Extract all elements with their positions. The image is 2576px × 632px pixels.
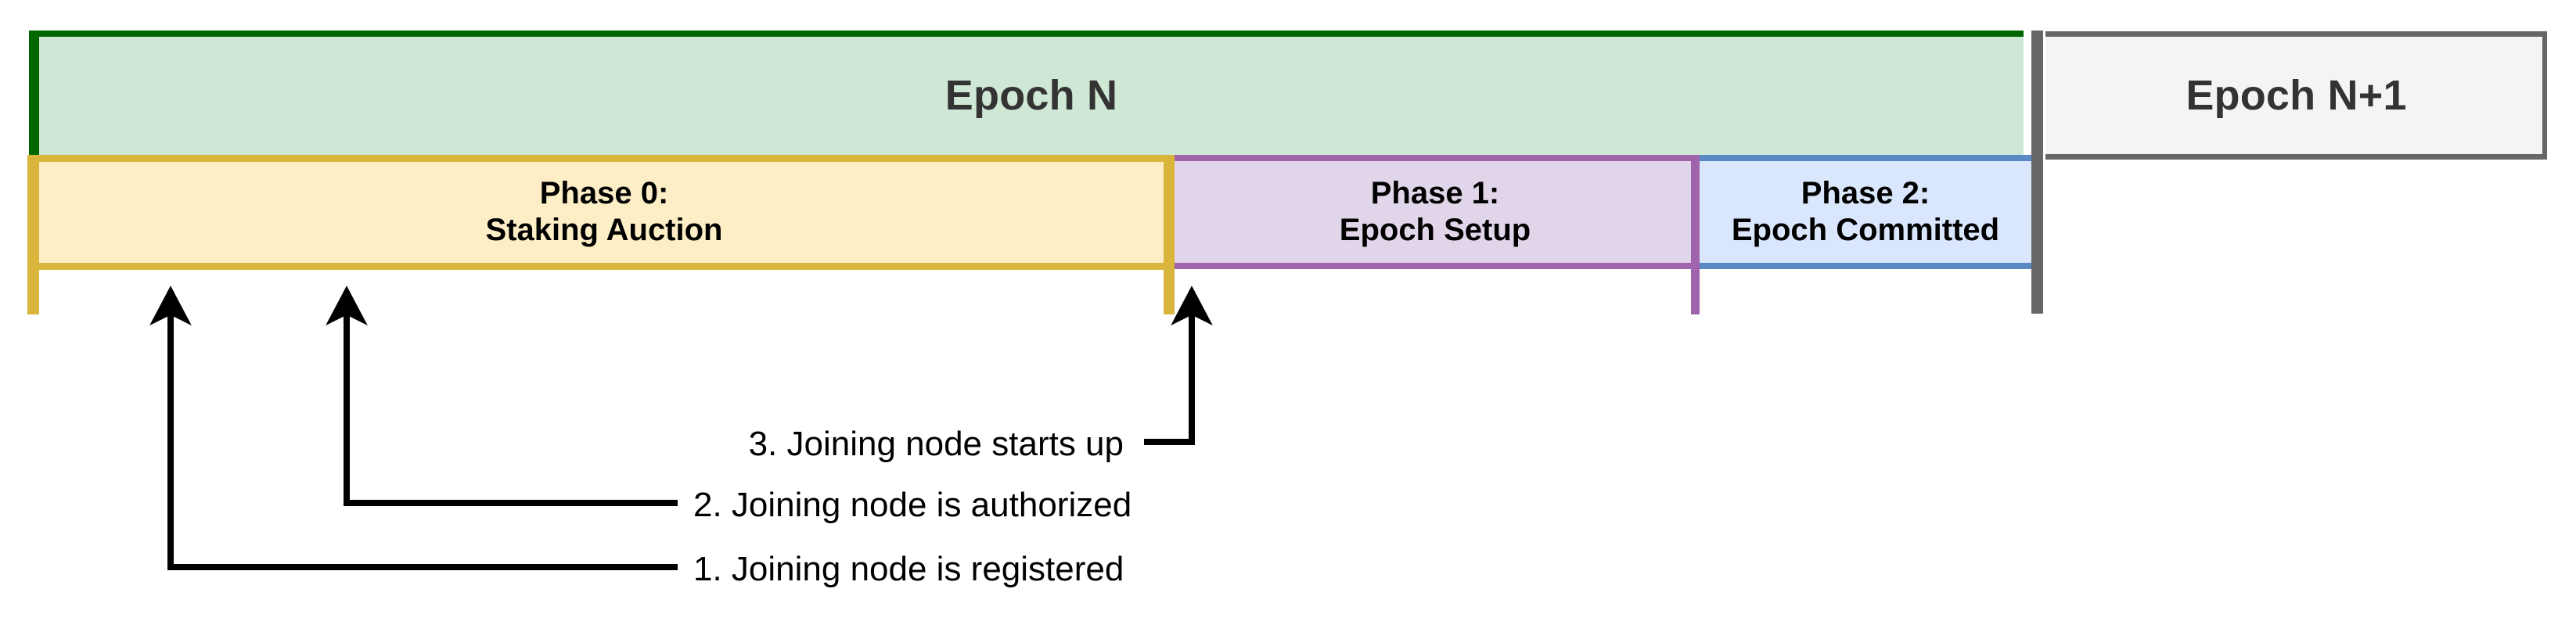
epoch-n-top-border [34, 31, 2024, 37]
phase-1-box [1175, 155, 1700, 314]
phase-2-box [1700, 155, 2031, 269]
phase-0-left-tick [27, 155, 39, 314]
epoch-n-left-tick [29, 31, 39, 160]
callout-1-text: 1. Joining node is registered [693, 550, 1124, 588]
callout-1-leader [149, 285, 678, 570]
callout-3-leader [1144, 285, 1213, 445]
epoch-n-plus-1-box [2045, 31, 2547, 160]
phase-0-right-tick [1164, 155, 1175, 314]
phase-0-box [27, 155, 1175, 314]
callout-2-text: 2. Joining node is authorized [693, 486, 1132, 524]
callout-3-text: 3. Joining node starts up [748, 425, 1124, 463]
epoch-n-box [29, 31, 2024, 160]
phase-1-right-tick [1691, 155, 1700, 314]
epoch-boundary-divider [2031, 31, 2043, 314]
callout-2-leader [326, 285, 678, 506]
